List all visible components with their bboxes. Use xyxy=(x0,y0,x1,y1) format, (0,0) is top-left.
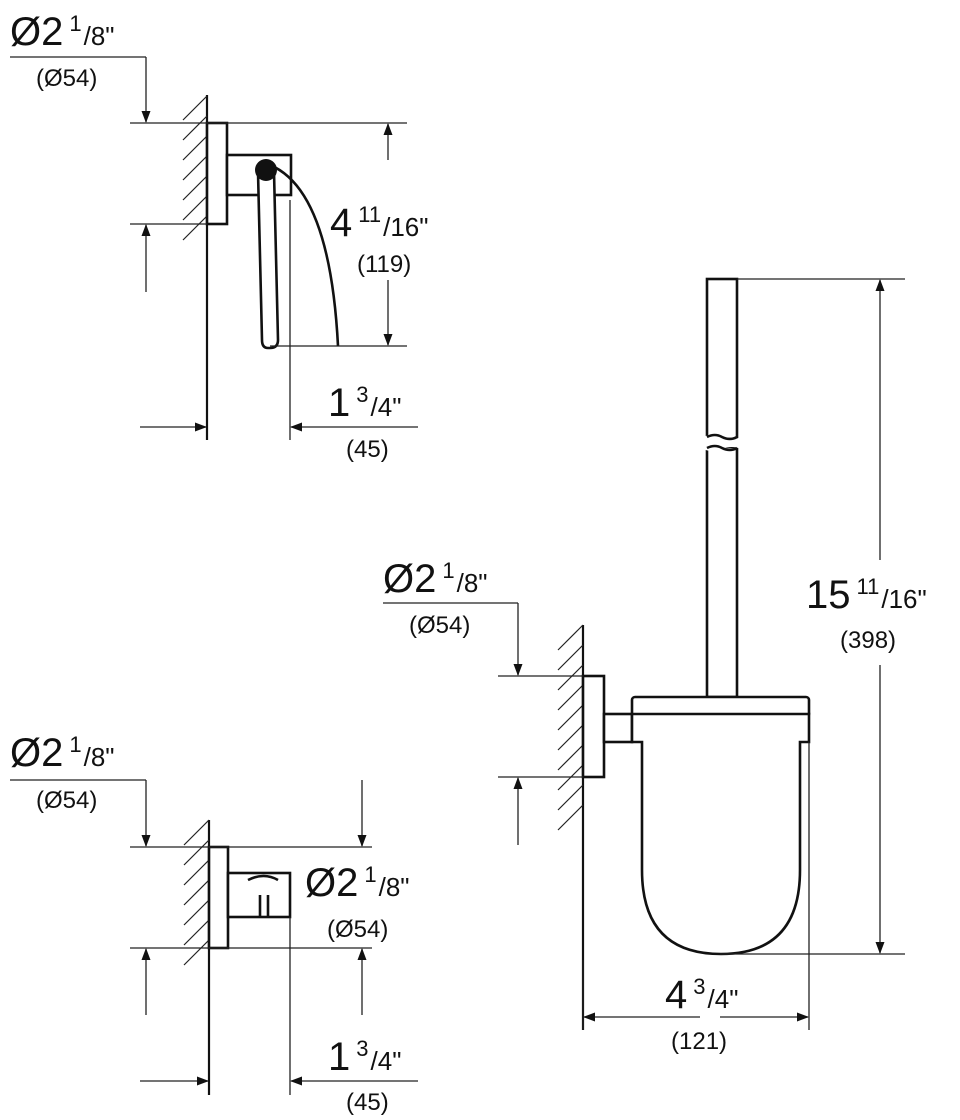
mount-arm xyxy=(602,712,634,744)
svg-text:(398): (398) xyxy=(840,627,896,654)
brush-handle-top xyxy=(705,277,739,441)
brush-handle-bottom xyxy=(705,445,739,699)
rosette xyxy=(581,674,606,779)
paper-cover xyxy=(269,163,340,347)
svg-text:13/4": 13/4" xyxy=(328,381,401,425)
arm-pivot xyxy=(255,159,277,181)
wall-hatch xyxy=(557,624,585,1030)
svg-text:Ø21/8": Ø21/8" xyxy=(10,731,115,775)
svg-text:(45): (45) xyxy=(346,436,389,463)
svg-text:(119): (119) xyxy=(357,251,411,278)
brush-bowl xyxy=(630,712,811,956)
paper-holder-drawing xyxy=(10,56,418,440)
brush-set-drawing xyxy=(383,277,905,1030)
svg-text:(Ø54): (Ø54) xyxy=(36,787,97,814)
break-line-top xyxy=(706,433,738,441)
rosette xyxy=(207,845,230,950)
hook-notch xyxy=(247,874,279,882)
break-line-bottom xyxy=(706,444,738,452)
rosette xyxy=(205,121,229,226)
hook-drawing xyxy=(10,779,418,1095)
wall-hatch xyxy=(182,95,209,440)
svg-text:13/4": 13/4" xyxy=(328,1035,401,1079)
svg-text:(Ø54): (Ø54) xyxy=(36,65,97,92)
holder-arm xyxy=(256,170,280,350)
svg-text:(45): (45) xyxy=(346,1089,389,1116)
wall-hatch xyxy=(183,819,211,1095)
svg-text:(Ø54): (Ø54) xyxy=(409,612,470,639)
svg-text:(121): (121) xyxy=(671,1028,727,1055)
svg-text:Ø21/8": Ø21/8" xyxy=(10,10,115,54)
svg-text:43/4": 43/4" xyxy=(665,973,738,1017)
svg-text:Ø21/8": Ø21/8" xyxy=(383,557,488,601)
svg-text:Ø21/8": Ø21/8" xyxy=(305,861,410,905)
svg-text:(Ø54): (Ø54) xyxy=(327,916,388,943)
svg-text:411/16": 411/16" xyxy=(330,201,428,245)
